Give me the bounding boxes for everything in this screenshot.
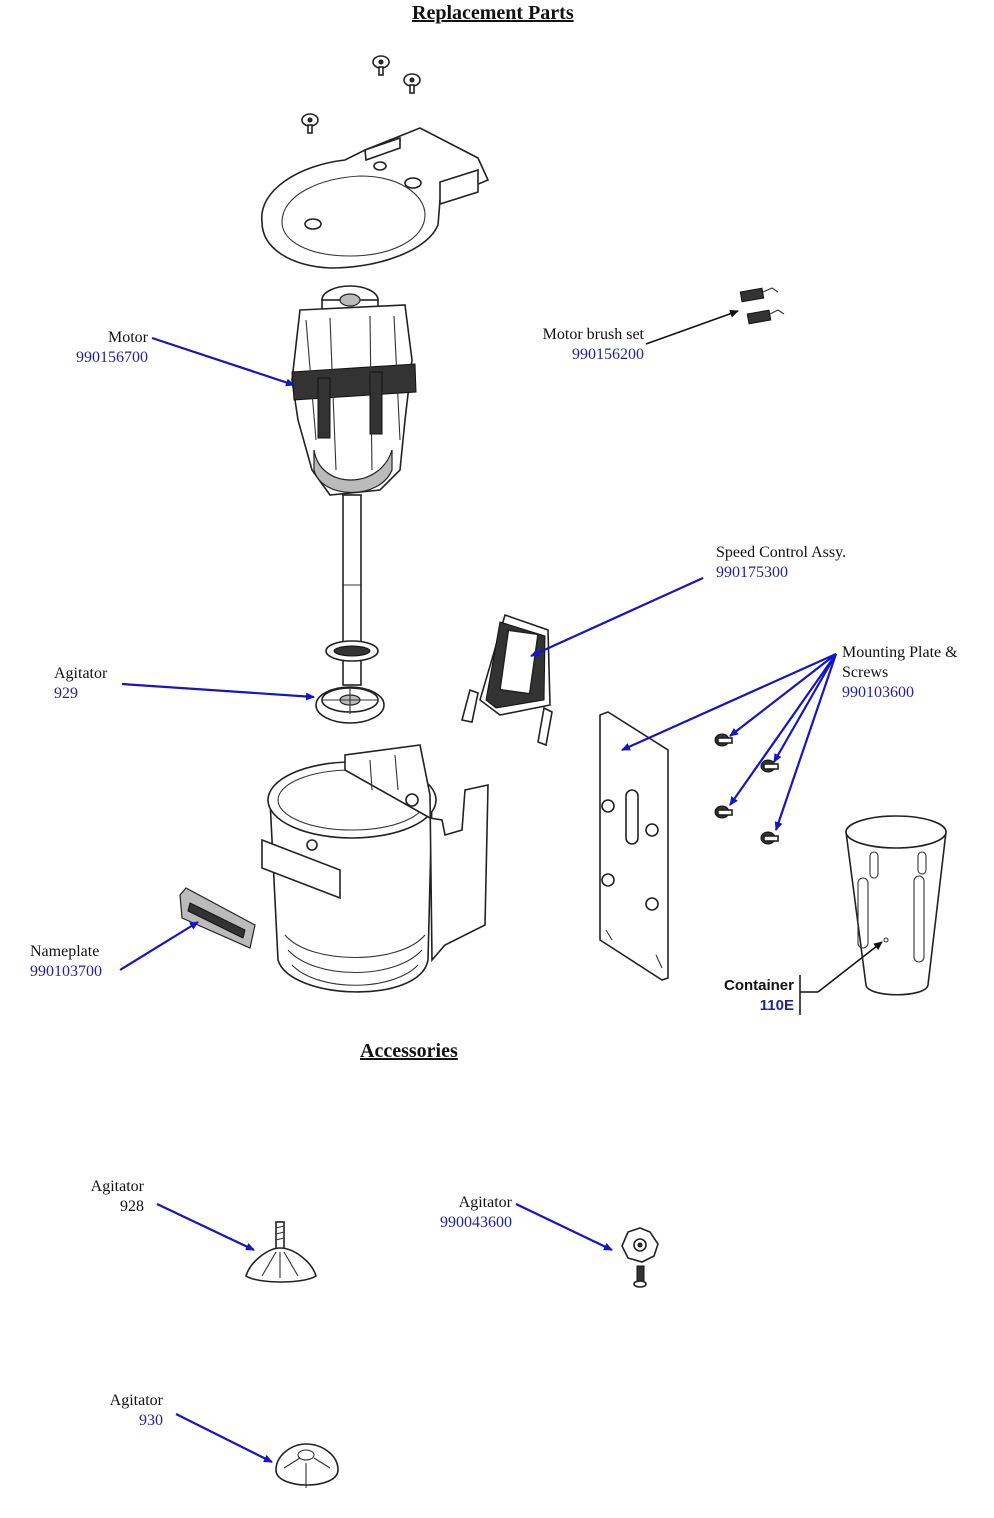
agitator-990043600-part-number: 990043600	[440, 1214, 512, 1231]
container-illustration	[845, 815, 947, 996]
speed-control-illustration	[461, 613, 553, 747]
container-label: Container 110E	[700, 976, 794, 1016]
top-screws	[301, 55, 421, 134]
base-housing	[261, 744, 489, 993]
agitator-928-part-number: 928	[120, 1198, 144, 1215]
accessories-heading: Accessories	[360, 1040, 458, 1062]
mounting-plate-name-line1: Mounting Plate &	[842, 644, 958, 661]
motor-label: Motor 990156700	[60, 328, 148, 368]
leader-arrows	[119, 309, 883, 1463]
agitator-930-illustration	[275, 1443, 339, 1488]
agitator-990043600-illustration	[621, 1227, 659, 1288]
agitator-929-name: Agitator	[54, 665, 108, 682]
agitator-929-part-number: 929	[54, 685, 78, 702]
agitator-990043600-name: Agitator	[458, 1194, 512, 1211]
nameplate-illustration	[179, 887, 256, 949]
nameplate-label: Nameplate 990103700	[30, 942, 102, 982]
motor-brush-illustration	[739, 287, 785, 325]
agitator-shaft	[325, 494, 379, 686]
mounting-screws	[714, 733, 779, 845]
motor-brush-part-number: 990156200	[572, 346, 644, 363]
motor-illustration	[291, 285, 417, 496]
agitator-990043600-label: Agitator 990043600	[420, 1193, 512, 1233]
motor-brush-name: Motor brush set	[542, 326, 644, 343]
speed-control-label: Speed Control Assy. 990175300	[716, 543, 846, 583]
motor-name: Motor	[108, 329, 148, 346]
mounting-plate-label: Mounting Plate & Screws 990103600	[842, 643, 958, 703]
agitator-928-label: Agitator 928	[60, 1177, 144, 1217]
agitator-928-name: Agitator	[90, 1178, 144, 1195]
agitator-930-part-number: 930	[139, 1412, 163, 1429]
mounting-plate-part-number: 990103600	[842, 684, 914, 701]
motor-brush-label: Motor brush set 990156200	[520, 325, 644, 365]
top-cover-plate	[261, 127, 490, 269]
speed-control-part-number: 990175300	[716, 564, 788, 581]
agitator-930-label: Agitator 930	[80, 1391, 163, 1431]
agitator-930-name: Agitator	[109, 1392, 163, 1409]
mounting-plate-name-line2: Screws	[842, 664, 889, 681]
nameplate-name: Nameplate	[30, 943, 100, 960]
agitator-929-illustration	[315, 686, 385, 724]
agitator-929-label: Agitator 929	[54, 664, 107, 704]
nameplate-part-number: 990103700	[30, 963, 102, 980]
mounting-plate-illustration	[599, 711, 669, 981]
speed-control-name: Speed Control Assy.	[716, 544, 847, 561]
replacement-parts-heading: Replacement Parts	[412, 2, 574, 24]
agitator-928-illustration	[245, 1221, 317, 1283]
container-part-number: 110E	[759, 997, 794, 1014]
container-name: Container	[723, 977, 794, 994]
motor-part-number: 990156700	[76, 349, 148, 366]
